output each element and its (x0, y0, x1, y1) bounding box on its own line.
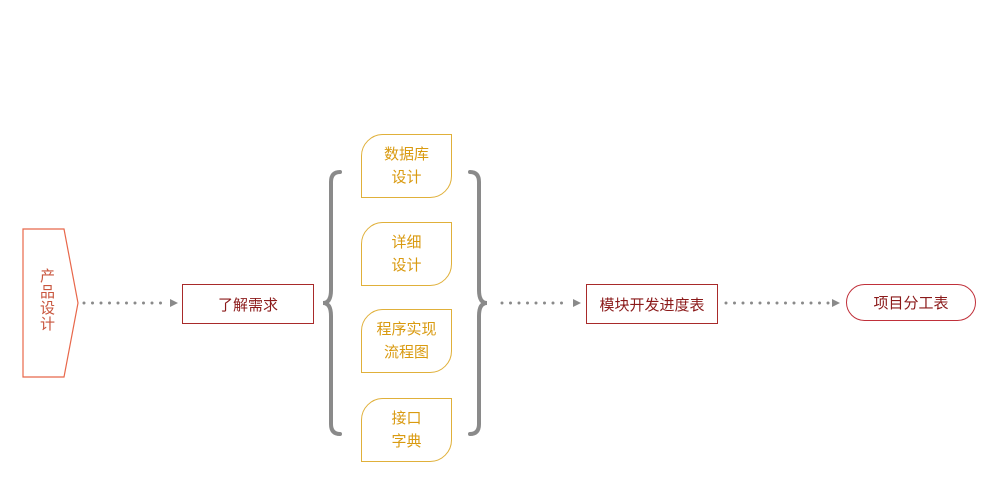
start-node-product-design: 产品设计 (22, 228, 80, 378)
card-3-line2: 流程图 (383, 343, 429, 361)
right-brace (468, 170, 488, 436)
card-3-line1: 程序实现 (376, 320, 437, 338)
start-node-label: 产品设计 (38, 268, 56, 332)
card-1-line1: 数据库 (383, 145, 429, 163)
node-project-assignment: 项目分工表 (846, 284, 976, 321)
arrow-group-to-schedule (500, 299, 581, 307)
node-understand-label: 了解需求 (217, 295, 278, 314)
card-4-line1: 接口 (391, 409, 422, 427)
card-program-flowchart: 程序实现 流程图 (361, 309, 452, 373)
left-brace (322, 170, 342, 436)
card-2-line1: 详细 (391, 233, 422, 251)
card-interface-dictionary: 接口 字典 (361, 398, 452, 462)
card-4-line2: 字典 (391, 432, 422, 450)
node-understand-requirements: 了解需求 (182, 284, 314, 324)
pentagon-shape (22, 228, 79, 378)
arrow-start-to-understand (82, 299, 178, 307)
node-module-schedule: 模块开发进度表 (586, 284, 718, 324)
node-schedule-label: 模块开发进度表 (599, 295, 705, 314)
card-1-line2: 设计 (391, 168, 422, 186)
card-database-design: 数据库 设计 (361, 134, 452, 198)
arrow-schedule-to-assign (724, 299, 840, 307)
node-assign-label: 项目分工表 (873, 294, 949, 312)
card-detailed-design: 详细 设计 (361, 222, 452, 286)
card-2-line2: 设计 (391, 256, 422, 274)
